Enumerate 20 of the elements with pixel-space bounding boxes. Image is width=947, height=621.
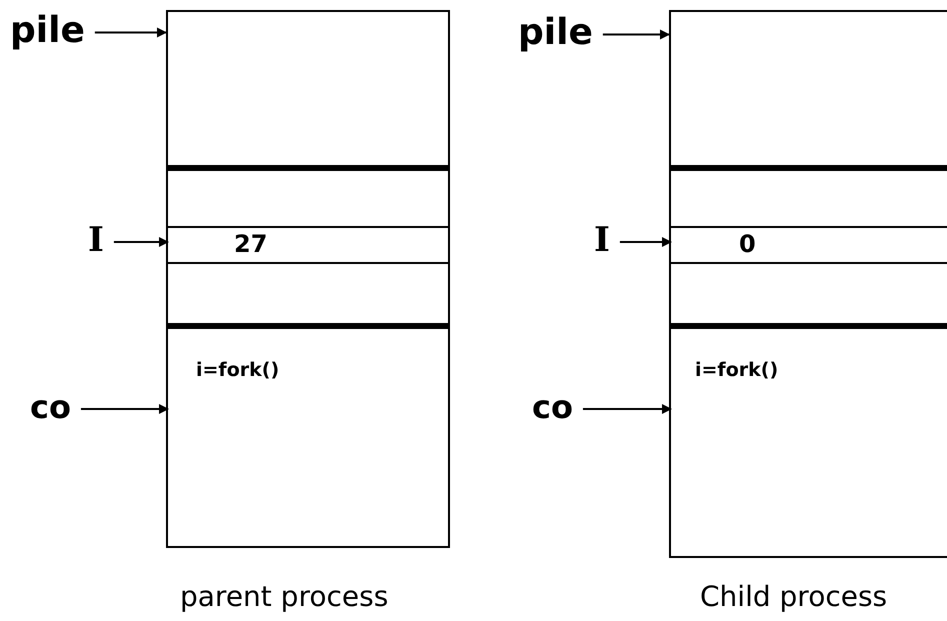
arrow xyxy=(94,28,167,38)
memory-cell: 27 xyxy=(168,226,448,264)
pointer-label: pile xyxy=(518,12,593,53)
pointer-label: pile xyxy=(10,10,85,51)
process-label: parent process xyxy=(180,580,388,613)
arrow xyxy=(602,30,670,40)
process-label: Child process xyxy=(700,580,888,613)
pointer-label: I xyxy=(88,220,104,260)
arrow xyxy=(80,404,169,414)
memory-cell: 0 xyxy=(671,226,947,264)
code-region: i=fork() xyxy=(168,323,448,546)
memory-column xyxy=(166,10,450,548)
pointer-label: co xyxy=(30,388,71,426)
memory-column xyxy=(669,10,947,558)
arrow xyxy=(582,404,672,414)
pointer-label: co xyxy=(532,388,573,426)
pointer-label: I xyxy=(594,220,610,260)
code-region: i=fork() xyxy=(671,323,947,556)
arrow xyxy=(114,237,169,247)
arrow xyxy=(620,237,672,247)
